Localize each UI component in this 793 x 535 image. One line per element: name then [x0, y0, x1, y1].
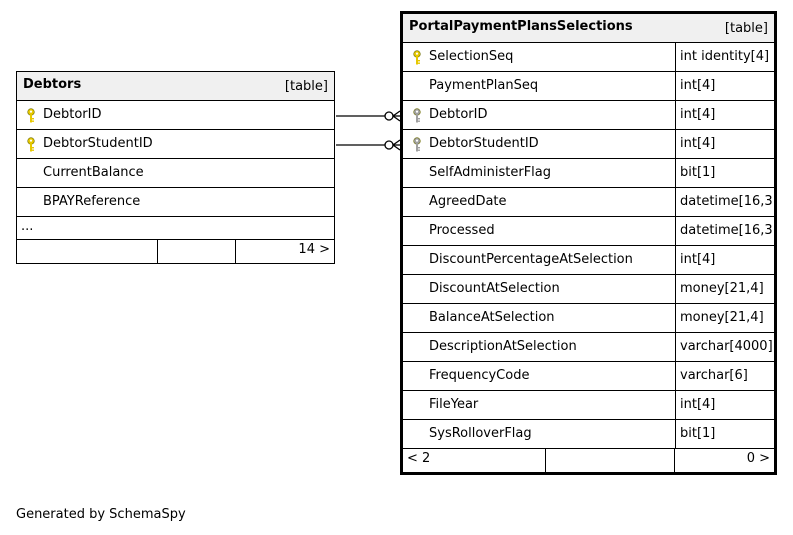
primary-key-icon: [25, 108, 37, 124]
column-name: AgreedDate: [429, 194, 507, 209]
relationship-debtor-id: [336, 110, 401, 122]
column-name: DiscountAtSelection: [429, 281, 560, 296]
column-row[interactable]: BalanceAtSelection money[21,4]: [403, 304, 774, 333]
table-header: PortalPaymentPlansSelections [table]: [403, 14, 774, 43]
column-name: SelfAdministerFlag: [429, 165, 552, 180]
table-kind: [table]: [284, 79, 328, 94]
column-name: DiscountPercentageAtSelection: [429, 252, 633, 267]
column-type: money[21,4]: [675, 275, 774, 303]
column-type: bit[1]: [675, 159, 774, 187]
column-type: datetime[16,3]: [675, 188, 778, 216]
column-type: int[4]: [675, 130, 774, 158]
column-type: int identity[4]: [675, 43, 774, 71]
column-row[interactable]: FrequencyCode varchar[6]: [403, 362, 774, 391]
column-name: FileYear: [429, 397, 479, 412]
column-name: DebtorID: [43, 107, 102, 122]
column-name: BPAYReference: [43, 194, 141, 209]
table-kind: [table]: [724, 21, 768, 36]
column-name: DebtorStudentID: [43, 136, 153, 151]
column-row[interactable]: SelectionSeq int identity[4]: [403, 43, 774, 72]
table-footer: 14 >: [17, 240, 334, 263]
table-header: Debtors [table]: [17, 72, 334, 101]
debtors-table[interactable]: Debtors [table] DebtorID DebtorStudentID C…: [16, 71, 335, 264]
column-type: int[4]: [675, 72, 774, 100]
table-footer: < 2 0 >: [403, 449, 774, 472]
column-type: int[4]: [675, 391, 774, 419]
column-row[interactable]: AgreedDate datetime[16,3]: [403, 188, 778, 217]
primary-key-icon: [25, 137, 37, 153]
column-type: varchar[4000]: [675, 333, 774, 361]
foreign-key-icon: [411, 137, 423, 153]
generated-by-text: Generated by SchemaSpy: [16, 507, 186, 522]
column-row[interactable]: SelfAdministerFlag bit[1]: [403, 159, 774, 188]
column-row[interactable]: PaymentPlanSeq int[4]: [403, 72, 774, 101]
column-type: datetime[16,3]: [675, 217, 778, 245]
column-name: DebtorID: [429, 107, 488, 122]
column-row[interactable]: CurrentBalance: [17, 159, 334, 188]
column-row[interactable]: BPAYReference: [17, 188, 334, 217]
column-name: BalanceAtSelection: [429, 310, 555, 325]
column-row[interactable]: DiscountPercentageAtSelection int[4]: [403, 246, 774, 275]
relationship-debtor-student-id: [336, 139, 401, 151]
column-name: SysRolloverFlag: [429, 426, 532, 441]
column-type: varchar[6]: [675, 362, 774, 390]
primary-key-icon: [411, 50, 423, 66]
table-name: PortalPaymentPlansSelections: [409, 19, 633, 34]
column-row[interactable]: DiscountAtSelection money[21,4]: [403, 275, 774, 304]
column-row[interactable]: DebtorID int[4]: [403, 101, 774, 130]
column-row[interactable]: DebtorID: [17, 101, 334, 130]
column-type: bit[1]: [675, 420, 774, 448]
column-row[interactable]: DebtorStudentID: [17, 130, 334, 159]
more-columns: ...: [17, 217, 334, 240]
children-count[interactable]: 0 >: [746, 451, 770, 466]
column-name: DescriptionAtSelection: [429, 339, 577, 354]
table-name: Debtors: [23, 77, 82, 92]
column-row[interactable]: DebtorStudentID int[4]: [403, 130, 774, 159]
children-count[interactable]: 14 >: [298, 242, 330, 257]
parents-count[interactable]: < 2: [407, 451, 431, 466]
column-type: int[4]: [675, 101, 774, 129]
column-name: DebtorStudentID: [429, 136, 539, 151]
column-row[interactable]: DescriptionAtSelection varchar[4000]: [403, 333, 774, 362]
column-name: Processed: [429, 223, 495, 238]
column-row[interactable]: SysRolloverFlag bit[1]: [403, 420, 774, 449]
column-row[interactable]: FileYear int[4]: [403, 391, 774, 420]
portal-payment-plans-selections-table[interactable]: PortalPaymentPlansSelections [table] Sel…: [400, 11, 778, 475]
column-name: FrequencyCode: [429, 368, 530, 383]
ellipsis-text: ...: [21, 219, 34, 234]
column-row[interactable]: Processed datetime[16,3]: [403, 217, 778, 246]
column-type: money[21,4]: [675, 304, 774, 332]
foreign-key-icon: [411, 108, 423, 124]
column-name: PaymentPlanSeq: [429, 78, 539, 93]
column-name: SelectionSeq: [429, 49, 514, 64]
column-type: int[4]: [675, 246, 774, 274]
column-name: CurrentBalance: [43, 165, 144, 180]
